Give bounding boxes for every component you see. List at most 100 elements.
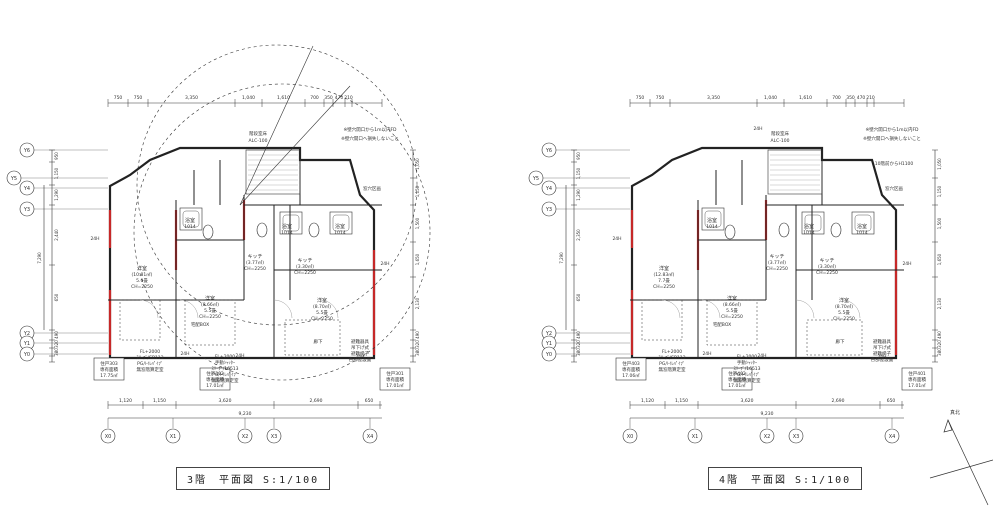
dimension-total-bottom: 9,230 xyxy=(761,411,774,417)
dimension-label-right: 1,650 xyxy=(415,253,420,265)
room-area: (8.70㎡) xyxy=(313,303,331,310)
grid-label-y: Y6 xyxy=(23,148,30,154)
grid-label-y: Y4 xyxy=(23,186,30,192)
grid-label-x: X2 xyxy=(242,434,249,440)
grid-bubble xyxy=(884,428,900,444)
unit-area-value: 17.01㎡ xyxy=(206,382,224,389)
height-mark: 24H xyxy=(355,354,364,360)
dimension-label-left: 950 xyxy=(576,152,581,160)
plan-note: 廊下 xyxy=(836,338,845,345)
dimension-label-right: 1,500 xyxy=(937,217,942,229)
plan-note: 窓穴区画 xyxy=(363,185,381,192)
plan-note: 避難梯子 xyxy=(351,350,369,357)
unit-area-value: 17.06㎡ xyxy=(622,372,640,379)
height-mark: 24H xyxy=(702,351,711,357)
room-size: 7.7畳 xyxy=(658,278,670,284)
unit-name: 住戸403 xyxy=(622,360,640,367)
room-name: 洋室 xyxy=(727,295,737,302)
plan-note: 吊下げ式 xyxy=(873,344,891,351)
dimension-total-left: 7,290 xyxy=(559,252,564,264)
room-ceiling: CH=2250 xyxy=(311,316,333,322)
balcony-outline xyxy=(119,299,161,341)
unit-area-label: 専有面積 xyxy=(386,376,404,383)
room-name: キッチ xyxy=(247,254,262,260)
floor-level-note: 手動ｼｬｯﾀｰ xyxy=(215,359,236,366)
grid-label-y: Y2 xyxy=(23,331,30,337)
room-name: 浴室 xyxy=(185,217,195,224)
plan-note: 宅配BOX xyxy=(191,321,209,328)
dimension-label-right: 320 xyxy=(415,340,420,348)
grid-label-y: Y3 xyxy=(545,207,552,213)
floor-level-note: PG/ﾄｲﾚﾊﾟｲﾌﾟ xyxy=(137,360,163,367)
unit-area-box xyxy=(199,367,231,391)
unit-name: 住戸401 xyxy=(908,370,926,377)
unit-area-box xyxy=(721,367,753,391)
grid-label-y: Y2 xyxy=(545,331,552,337)
room-area: (8.66㎡) xyxy=(723,301,741,308)
dimension-label-left: 1,290 xyxy=(54,189,59,201)
room-name: キッチ xyxy=(769,254,784,260)
room-size: CH=2250 xyxy=(244,266,266,272)
dimension-label-left: 320 xyxy=(576,340,581,348)
grid-bubble xyxy=(541,346,557,362)
unit-name: 住戸301 xyxy=(386,370,404,377)
dimension-label-top: 470 xyxy=(857,95,866,101)
unit-area-box xyxy=(901,367,933,391)
plan-note: ALC-100 xyxy=(771,138,790,144)
door-swing xyxy=(701,299,721,319)
room-size: 5.5畳 xyxy=(838,310,850,316)
dimension-label-top: 350 xyxy=(846,95,855,101)
dimension-label-right: 1,150 xyxy=(937,185,942,197)
coverage-circle xyxy=(133,83,431,381)
coverage-radius xyxy=(239,85,351,206)
door-swing xyxy=(841,299,861,319)
dimension-label-top: 3,350 xyxy=(185,95,198,101)
door-swing xyxy=(795,299,815,319)
floor-level-note: PG/ﾄｲﾚﾊﾟｲﾌﾟ xyxy=(734,371,760,378)
dimension-label-top: 350 xyxy=(324,95,333,101)
room-name: 浴室 xyxy=(857,223,867,230)
grid-bubble xyxy=(541,180,557,196)
height-mark: 24H xyxy=(180,351,189,357)
grid-label-x: X3 xyxy=(793,434,800,440)
plan-note: 廊下 xyxy=(314,338,323,345)
exterior-wall xyxy=(108,146,376,360)
floor-level-note: FL+2000 xyxy=(215,354,235,360)
room-area: (3.30㎡) xyxy=(296,263,314,270)
grid-label-x: X3 xyxy=(271,434,278,440)
dimension-label-left: 380 xyxy=(576,348,581,356)
dimension-label-right: 1,650 xyxy=(937,253,942,265)
room-name: 浴室 xyxy=(707,217,717,224)
height-mark: 24H xyxy=(902,261,911,267)
unit-area-label: 専有面積 xyxy=(622,366,640,373)
grid-label-x: X1 xyxy=(170,434,177,440)
toilet-icon xyxy=(308,222,320,238)
dimension-label-top: 210 xyxy=(344,95,353,101)
floor-level-note: FL+2000 xyxy=(662,349,682,355)
bathtub-icon xyxy=(701,207,725,231)
plan-title-3f: 3階 平面図 S:1/100 xyxy=(176,467,331,490)
room-ceiling: CH=2250 xyxy=(721,314,743,320)
bathtub-icon xyxy=(279,211,303,235)
grid-bubble xyxy=(622,428,638,444)
unit-area-label: 専有面積 xyxy=(728,376,746,383)
dimension-label-top: 700 xyxy=(832,95,841,101)
dimension-label-top: 1,610 xyxy=(799,95,812,101)
unit-area-box xyxy=(379,367,411,391)
room-name: 洋室 xyxy=(205,295,215,302)
room-name: 浴室 xyxy=(282,223,292,230)
plan-note: 避難梯子 xyxy=(873,350,891,357)
bathtub-icon xyxy=(329,211,353,235)
dimension-label-top: 1,040 xyxy=(242,95,255,101)
dimension-label-bottom: 3,620 xyxy=(741,398,754,404)
dimension-label-right: 1,500 xyxy=(415,217,420,229)
toilet-icon xyxy=(778,222,790,238)
room-size: 5.5畳 xyxy=(726,308,738,314)
floor-level-note: PG/ﾄｲﾚﾊﾟｲﾌﾟ xyxy=(212,371,238,378)
floor-level-note: 無窓階算定室 xyxy=(734,377,761,384)
dimension-label-left: 1,150 xyxy=(576,167,581,179)
grid-bubble xyxy=(237,428,253,444)
grid-label-x: X1 xyxy=(692,434,699,440)
grid-bubble xyxy=(19,142,35,158)
room-name: 洋室 xyxy=(137,265,147,272)
